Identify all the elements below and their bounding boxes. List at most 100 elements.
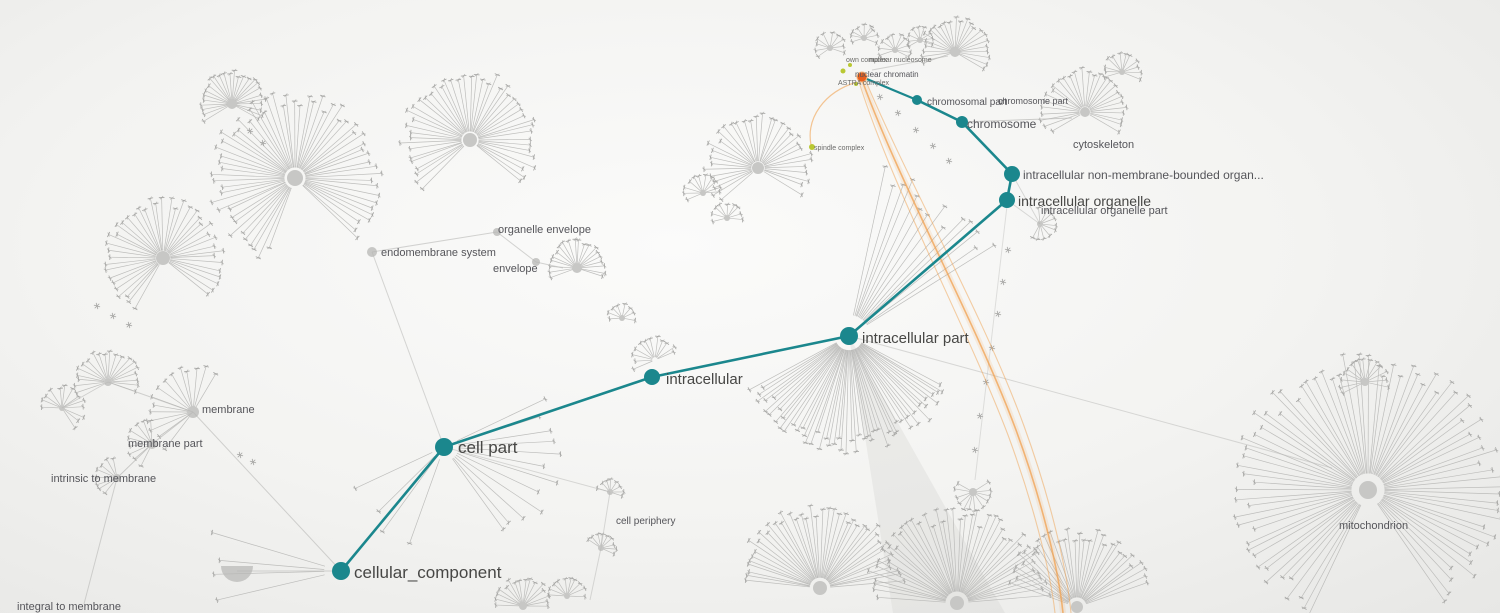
node-cellular-component[interactable] (332, 562, 350, 580)
cluster-hub-node[interactable] (1361, 378, 1369, 386)
cluster-hub-node[interactable] (969, 488, 977, 496)
leaf-sprig (976, 412, 984, 420)
leaf-sprig (876, 93, 884, 101)
leaf-sprig (999, 278, 1007, 286)
term-clusters (39, 15, 1500, 613)
cluster-hub-node[interactable] (1080, 107, 1090, 117)
node-intracellular[interactable] (644, 369, 660, 385)
label-envelope: envelope (493, 263, 538, 275)
teal-edge (848, 199, 1008, 337)
cluster-hub-node[interactable] (861, 35, 867, 41)
cluster-hub-node[interactable] (227, 99, 237, 109)
cluster-hub-node[interactable] (1359, 481, 1377, 499)
gray-edge (371, 231, 498, 253)
term-cluster (1029, 205, 1058, 241)
leaf-sprig (894, 109, 902, 117)
gray-edge (443, 446, 611, 493)
cluster-hub-node[interactable] (827, 45, 833, 51)
orange-edge (864, 78, 1072, 613)
term-cluster (398, 72, 537, 192)
term-cluster (710, 202, 745, 225)
cluster-hub-node[interactable] (287, 170, 303, 186)
term-cluster (606, 302, 637, 324)
term-cluster (867, 506, 1052, 610)
accent-dot[interactable] (848, 63, 852, 67)
node-chromosomal-part[interactable] (912, 95, 922, 105)
label-nuclear-nucleosome: nuclear nucleosome (869, 57, 932, 64)
cluster-hub-node[interactable] (813, 581, 827, 595)
leaf-sprig (971, 446, 979, 454)
label-organelle-envelope: organelle envelope (498, 224, 591, 236)
cluster-hub-node[interactable] (564, 593, 570, 599)
node-chromosome[interactable] (956, 116, 968, 128)
term-cluster (209, 91, 384, 260)
highlight-path-nodes (332, 63, 1020, 580)
label-chromosome: chromosome (967, 117, 1037, 131)
cluster-hub-node[interactable] (156, 251, 170, 265)
leaf-sprig (109, 312, 117, 320)
cluster-hub-node[interactable] (892, 47, 898, 53)
gray-edge (974, 205, 1008, 481)
accent-dot[interactable] (840, 68, 846, 74)
term-cluster (547, 576, 588, 600)
cluster-hub-node[interactable] (572, 263, 582, 273)
gray-edge (871, 55, 949, 71)
node-intracellular-non-membrane-bounded-organelle[interactable] (1004, 166, 1020, 182)
cluster-hub-node[interactable] (619, 315, 625, 321)
leaf-sprig (249, 458, 257, 466)
label-intracellular-part: intracellular part (862, 330, 970, 347)
node-nucleosome-node[interactable] (856, 71, 868, 83)
term-cluster (210, 529, 326, 603)
term-cluster (906, 25, 935, 50)
node-intracellular-organelle[interactable] (999, 192, 1015, 208)
teal-edge (961, 121, 1013, 175)
gray-edge (83, 477, 118, 605)
label-nuclear-chromatin: nuclear chromatin (855, 70, 919, 79)
label-cell-part: cell part (458, 438, 518, 457)
term-cluster (877, 32, 913, 60)
label-spindle-complex: spindle complex (814, 145, 865, 152)
term-cluster (452, 396, 563, 532)
label-membrane-part: membrane part (128, 438, 203, 450)
cluster-hub-node[interactable] (724, 215, 730, 221)
cluster-hub-node[interactable] (752, 162, 764, 174)
orange-association-edges (809, 78, 1072, 613)
accent-dot[interactable] (809, 144, 815, 150)
orange-edge (858, 81, 1056, 613)
term-cluster (747, 342, 945, 456)
gray-edge (107, 381, 194, 413)
teal-edge (339, 446, 446, 572)
term-cluster (1008, 527, 1150, 613)
leaf-sprig (259, 139, 267, 147)
term-cluster (352, 452, 440, 545)
cluster-hub-node[interactable] (1071, 601, 1083, 613)
cluster-hub-node[interactable] (917, 37, 923, 43)
cluster-hub-node[interactable] (700, 190, 706, 196)
label-chromosomal-part: chromosomal part (927, 97, 1007, 108)
orange-edge (859, 78, 1066, 613)
term-cluster (199, 68, 268, 124)
gray-edge (151, 411, 194, 445)
label-integral-to-membrane: integral to membrane (17, 601, 121, 613)
node-cell-part[interactable] (435, 438, 453, 456)
gray-edge (496, 231, 537, 263)
term-cluster (1232, 352, 1500, 613)
cluster-hub-node[interactable] (463, 133, 477, 147)
cluster-hub-node[interactable] (519, 602, 527, 610)
orange-edge (861, 79, 1064, 613)
term-cluster (1337, 357, 1390, 396)
term-cluster (681, 173, 723, 203)
label-own-complex: own complex (846, 57, 887, 64)
term-cluster (494, 577, 552, 610)
cluster-hub-node[interactable] (950, 47, 960, 57)
gray-edge (848, 335, 1333, 469)
cluster-hub-node[interactable] (950, 596, 964, 610)
cluster-hub-node[interactable] (1119, 69, 1125, 75)
term-cluster (1038, 65, 1129, 135)
accent-dot[interactable] (854, 82, 858, 86)
node-intracellular-part[interactable] (840, 327, 858, 345)
leaf-sprig (945, 157, 953, 165)
